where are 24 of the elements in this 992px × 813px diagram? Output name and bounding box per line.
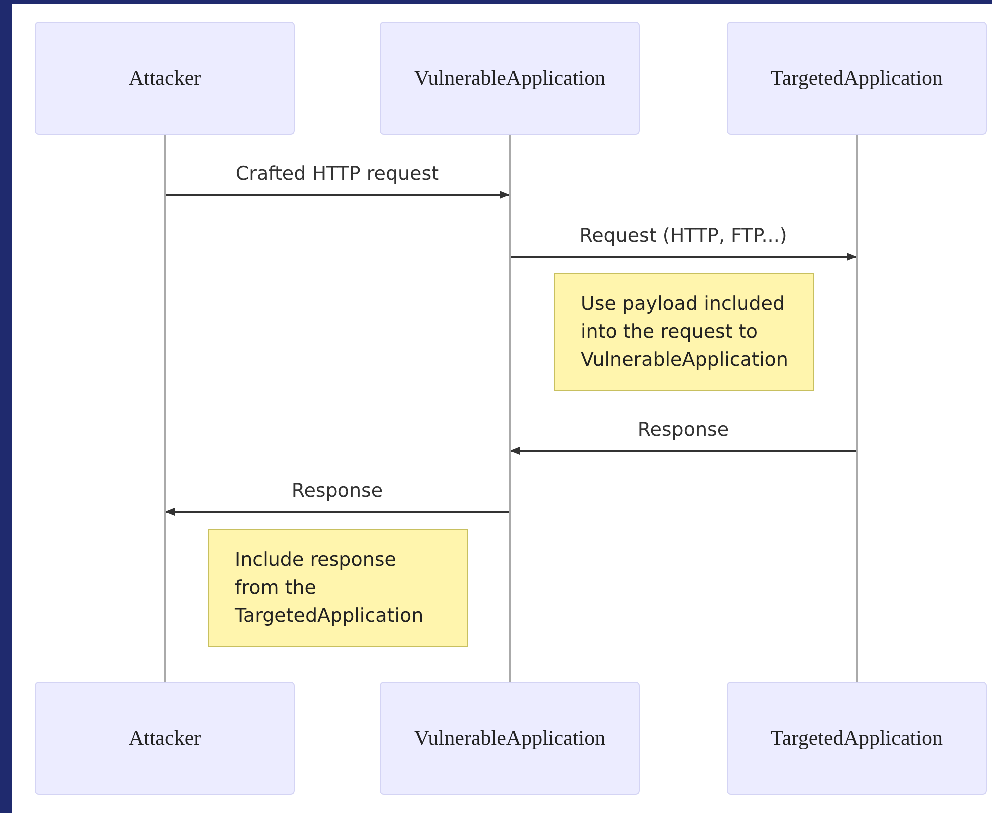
note-text: Use payload included into the request to VulnerableApplication — [581, 292, 788, 373]
participant-box — [35, 682, 295, 795]
message-arrow — [166, 191, 510, 199]
participant-box — [727, 22, 987, 135]
message-arrow — [511, 253, 857, 261]
participant-name: Attacker — [128, 726, 202, 751]
note-text: Include response from the TargetedApplication — [235, 548, 425, 629]
note-box — [208, 529, 468, 647]
participant-box — [380, 682, 640, 795]
lifeline — [856, 135, 858, 682]
participant-box — [380, 22, 640, 135]
edge-label: Crafted HTTP request — [234, 163, 442, 185]
participant-name: VulnerableApplication — [414, 66, 606, 91]
lifeline — [164, 135, 166, 682]
participant-box — [35, 22, 295, 135]
participant-box — [727, 682, 987, 795]
participant-name: Attacker — [128, 66, 202, 91]
message-arrow — [165, 508, 509, 516]
note-box — [554, 273, 814, 391]
participant-name: VulnerableApplication — [414, 726, 606, 751]
message-arrow — [510, 447, 856, 455]
lifeline — [509, 135, 511, 682]
participant-name: TargetedApplication — [771, 66, 943, 91]
participant-name: TargetedApplication — [771, 726, 943, 751]
